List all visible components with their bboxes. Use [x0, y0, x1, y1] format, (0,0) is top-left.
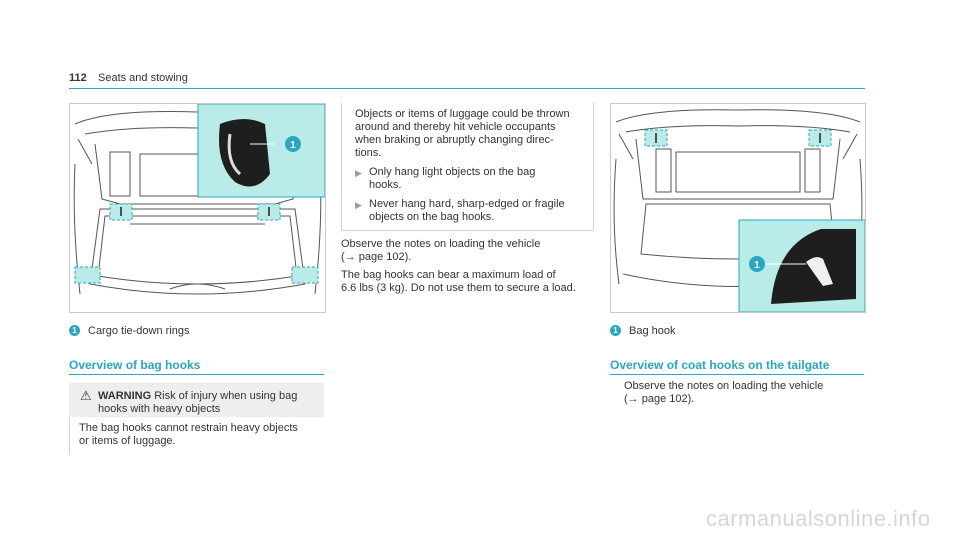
- coat-observe-line1: Observe the notes on loading the vehicle: [624, 380, 824, 392]
- bag-hook-markers: [644, 129, 832, 147]
- figure2-caption-text: Bag hook: [629, 325, 676, 337]
- load-line1: The bag hooks can bear a maximum load of: [341, 269, 556, 281]
- bullet1-line1: Only hang light objects on the bag: [369, 166, 536, 178]
- warning-continuation-bar: [341, 103, 342, 230]
- header-rule: [69, 88, 865, 89]
- bullet2-line2: objects on the bag hooks.: [369, 211, 495, 223]
- callout-badge-1: 1: [610, 325, 621, 336]
- load-notes: The bag hooks can bear a maximum load of…: [341, 269, 576, 295]
- warning-lead: WARNING Risk of injury when using bag ho…: [98, 390, 297, 416]
- bullet-arrow-icon: ▶: [355, 200, 362, 210]
- warning-body-2: or items of luggage.: [79, 435, 176, 447]
- warning-lead-2: hooks with heavy objects: [98, 403, 221, 415]
- warning-body: The bag hooks cannot restrain heavy obje…: [79, 422, 298, 448]
- bag-hook-illustration: 1: [613, 109, 865, 312]
- warn-cont-2: around and thereby hit vehicle occupants: [355, 121, 556, 133]
- warning-label: WARNING: [98, 390, 152, 402]
- coat-hooks-notes: Observe the notes on loading the vehicle…: [624, 380, 823, 406]
- bag-hooks-section-title: Overview of bag hooks: [69, 358, 201, 372]
- cargo-area-illustration: 1: [73, 104, 325, 295]
- figure1-caption-text: Cargo tie-down rings: [88, 325, 190, 337]
- bullet2-line1: Never hang hard, sharp-edged or fragile: [369, 198, 565, 210]
- coat-hooks-section-rule: [610, 374, 864, 375]
- warning-continuation-bar-right: [593, 103, 594, 230]
- bullet-arrow-icon: ▶: [355, 168, 362, 178]
- bag-hook-figure: 1: [610, 103, 866, 313]
- warning-continuation-text: Objects or items of luggage could be thr…: [355, 108, 570, 160]
- warn-cont-3: when braking or abruptly changing direc-: [355, 134, 554, 146]
- watermark: carmanualsonline.info: [706, 506, 931, 531]
- coat-observe-line2[interactable]: (→ page 102).: [624, 393, 695, 405]
- warning-lead-1: Risk of injury when using bag: [154, 390, 298, 402]
- observe-notes: Observe the notes on loading the vehicle…: [341, 238, 540, 264]
- load-line2: 6.6 lbs (3 kg). Do not use them to secur…: [341, 282, 576, 294]
- bullet-item-2: Never hang hard, sharp-edged or fragile …: [369, 198, 565, 224]
- bag-hooks-section-rule: [69, 374, 324, 375]
- warning-triangle-icon: ⚠: [80, 388, 92, 403]
- callout-badge-1: 1: [69, 325, 80, 336]
- section-title: Seats and stowing: [98, 72, 188, 84]
- warning-body-bar: [69, 417, 70, 455]
- figure1-caption: 1 Cargo tie-down rings: [69, 325, 190, 337]
- bullet-item-1: Only hang light objects on the bag hooks…: [369, 166, 535, 192]
- tie-down-detail-inset: 1: [197, 104, 325, 198]
- cargo-area-figure: 1: [69, 103, 326, 313]
- tie-down-ring-markers: [74, 203, 319, 284]
- observe-line1: Observe the notes on loading the vehicle: [341, 238, 541, 250]
- observe-line2[interactable]: (→ page 102).: [341, 251, 412, 263]
- figure2-caption: 1 Bag hook: [610, 325, 675, 337]
- warn-cont-4: tions.: [355, 147, 382, 159]
- bullet1-line2: hooks.: [369, 179, 402, 191]
- warning-body-1: The bag hooks cannot restrain heavy obje…: [79, 422, 298, 434]
- page-number: 112: [69, 72, 87, 84]
- coat-hooks-section-title: Overview of coat hooks on the tailgate: [610, 358, 830, 372]
- inset-callout-1: 1: [290, 140, 296, 151]
- warn-cont-1: Objects or items of luggage could be thr…: [355, 108, 570, 120]
- warning-continuation-bottom: [341, 230, 593, 231]
- inset-callout-2: 1: [754, 260, 760, 271]
- warning-box: [69, 383, 324, 417]
- bag-hook-detail-inset: 1: [738, 219, 865, 312]
